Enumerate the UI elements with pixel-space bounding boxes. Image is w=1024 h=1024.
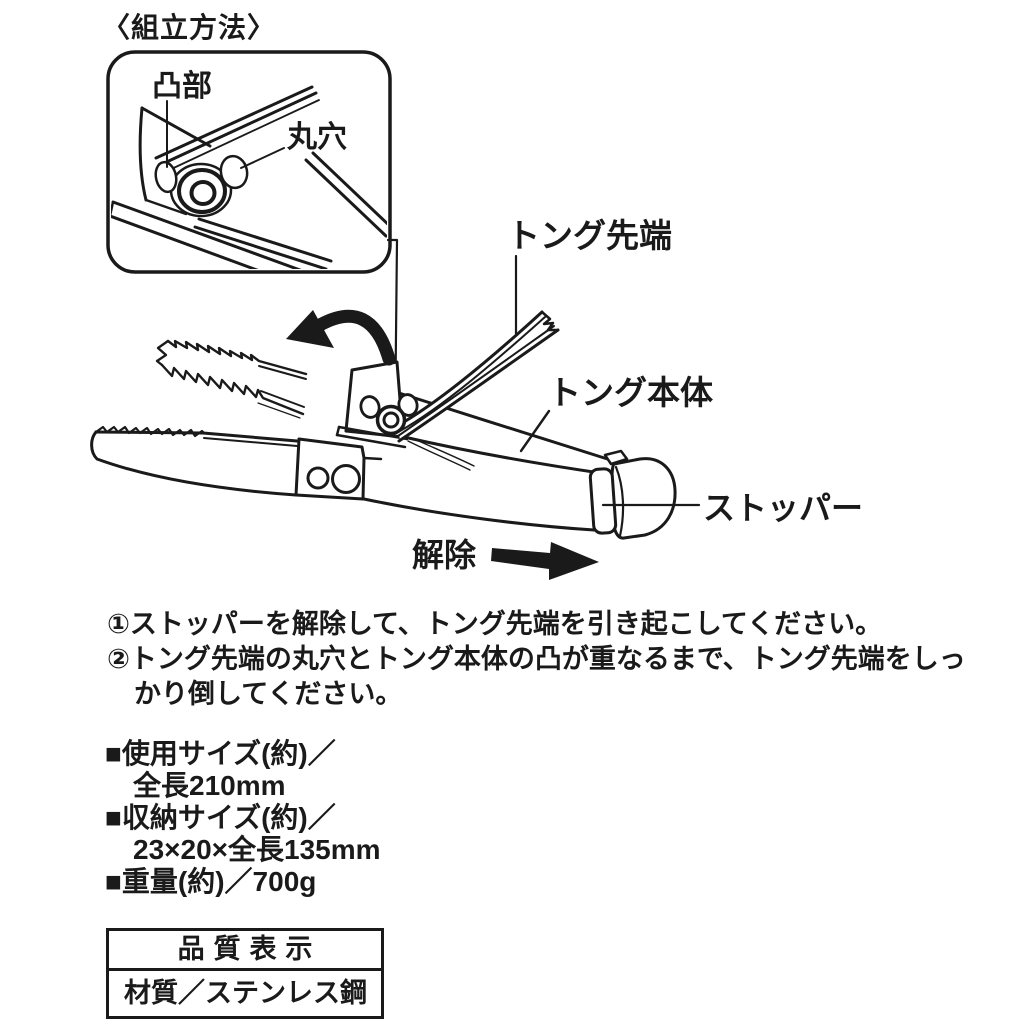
round-hole-label: 丸穴 [286,121,347,154]
spec-weight: ■重量(約)／700g [105,866,317,897]
spec-storage-size-value: 23×20×全長135mm [133,834,381,865]
tong-body-label: トング本体 [548,374,713,411]
round-hole-leader-line [240,147,285,169]
jaw-teeth [94,425,206,438]
tong-tip-label: トング先端 [507,217,672,254]
release-label: 解除 [412,537,477,573]
slider-hole-small [306,466,330,490]
spec-use-size-value: 全長210mm [133,770,286,801]
stopper-end [588,449,677,540]
quality-table-material-row: 材質／ステンレス鋼 [124,978,367,1008]
assembly-diagram: 凸部 丸穴 [90,50,863,580]
instruction-step-2: ②トング先端の丸穴とトング本体の凸が重なるまで、トング先端をしっ [107,644,966,674]
inset-detail-box [106,50,392,274]
protrusion-label: 凸部 [152,69,212,103]
tong-tip-blade [395,310,560,443]
tong-lower-arm [90,425,383,501]
inset-pivot-drawing [111,85,387,269]
stopper-tab [603,449,629,466]
spec-storage-size-label: ■収納サイズ(約)／ [105,802,336,833]
tong-body-leader-line [519,409,551,453]
instruction-step-1: ①ストッパーを解除して、トング先端を引き起こしてください。 [107,609,883,639]
blade-tip-teeth [540,310,560,332]
rotation-arrow-icon [286,309,396,366]
tong-body-rails [362,391,619,532]
slider-hole-large [331,464,361,494]
quality-table: 品質表示 材質／ステンレス鋼 [106,928,384,1019]
quality-table-header: 品質表示 [109,931,381,971]
page-title: 〈組立方法〉 [102,12,277,43]
spec-list: ■使用サイズ(約)／ 全長210mm ■収納サイズ(約)／ 23×20×全長13… [105,738,381,898]
stopper-label: ストッパー [703,490,863,526]
tong-open-arm [155,339,308,419]
protrusion-mark [154,160,178,194]
pivot-hardware [359,393,419,436]
spec-use-size-label: ■使用サイズ(約)／ [105,738,336,769]
instruction-step-2-continued: かり倒してください。 [134,679,403,709]
release-arrow-icon [491,542,599,580]
stopper-clip [588,467,618,535]
round-hole-mark [219,154,249,190]
assembly-instructions: ①ストッパーを解除して、トング先端を引き起こしてください。 ②トング先端の丸穴と… [107,607,966,712]
